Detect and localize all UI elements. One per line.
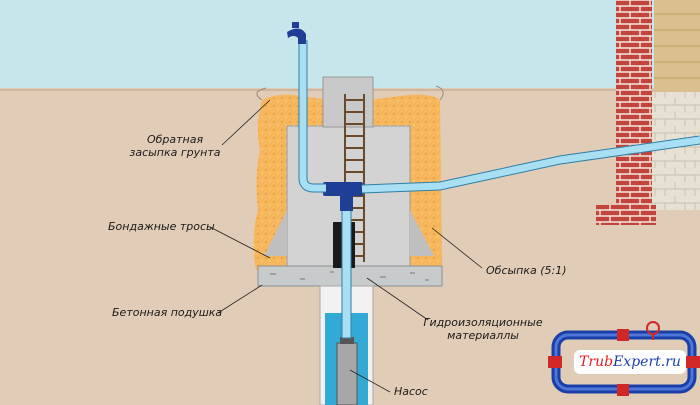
logo-pipe-frame <box>548 321 700 396</box>
house-wooden-wall <box>654 0 700 96</box>
riser-pipe <box>341 201 352 339</box>
house-stone-foundation <box>650 92 700 210</box>
pump-cap <box>340 337 354 344</box>
label-pump: Насос <box>394 385 428 398</box>
label-waterproof-line1: Гидроизоляционные <box>423 316 543 329</box>
label-backfill: Обратная засыпка грунта <box>115 133 235 159</box>
logo-text-part1: Trub <box>579 354 614 370</box>
pipe-tee <box>323 182 363 196</box>
leader-pump <box>349 369 391 393</box>
leader-concrete-pad <box>217 284 263 314</box>
label-waterproof: Гидроизоляционные материаллы <box>418 316 548 342</box>
label-concrete-pad: Бетонная подушка <box>112 306 223 319</box>
ladder <box>344 94 365 262</box>
caisson-side-wedges <box>264 210 434 256</box>
excavation-outline <box>256 85 444 101</box>
caisson-neck <box>322 76 374 128</box>
logo-trubexpert[interactable]: TrubExpert.ru <box>574 350 686 374</box>
pump-body <box>336 342 358 405</box>
label-backfill-line1: Обратная <box>146 133 204 146</box>
label-waterproof-line2: материаллы <box>447 329 519 342</box>
house-brick-footing <box>596 205 656 225</box>
leader-backfill <box>221 99 271 146</box>
leader-bandage <box>209 226 271 259</box>
pipe-tee-down <box>340 193 353 211</box>
label-sand-fill: Обсыпка (5:1) <box>486 264 567 277</box>
label-backfill-line2: засыпка грунта <box>129 146 221 159</box>
sky <box>0 0 700 90</box>
leader-waterproof <box>366 277 429 321</box>
logo-text-part2: Expert.ru <box>613 354 681 370</box>
label-bandage-ropes: Бондажные тросы <box>108 220 215 233</box>
outlet-pipe-cap <box>287 28 306 44</box>
leader-sand <box>431 227 483 269</box>
house-brick-wall <box>616 0 652 212</box>
